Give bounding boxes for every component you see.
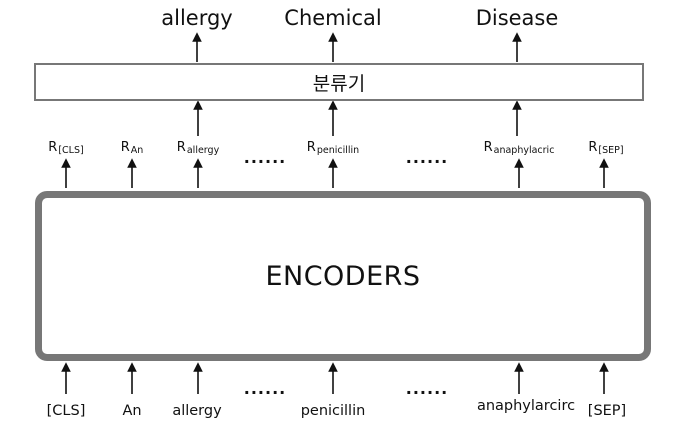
classifier-label: 분류기 (312, 72, 366, 95)
rep-penicillin: Rpenicillin (306, 140, 360, 156)
rep-anaphylacric: Ranaphylacric (483, 140, 555, 156)
classifier-box: 분류기 (34, 63, 644, 101)
token-allergy: allergy (172, 403, 222, 419)
output-label-allergy: allergy (161, 6, 233, 30)
rep-sep: R[SEP] (588, 140, 624, 156)
token-ellipsis-1: ...... (243, 379, 287, 398)
rep-ellipsis-2: ...... (405, 148, 449, 167)
rep-allergy: Rallergy (176, 140, 220, 156)
output-label-disease: Disease (475, 6, 559, 30)
output-label-chemical: Chemical (284, 6, 382, 30)
rep-an: RAn (120, 140, 144, 156)
encoder-label: ENCODERS (265, 260, 421, 292)
token-ellipsis-2: ...... (405, 379, 449, 398)
token-sep: [SEP] (587, 403, 627, 419)
encoder-box: ENCODERS (35, 191, 651, 361)
rep-cls: R[CLS] (48, 140, 84, 156)
rep-ellipsis-1: ...... (243, 148, 287, 167)
token-penicillin: penicillin (300, 403, 366, 419)
token-anaphylarcirc: anaphylarcirc (476, 398, 576, 414)
token-an: An (122, 403, 142, 419)
token-cls: [CLS] (46, 403, 86, 419)
